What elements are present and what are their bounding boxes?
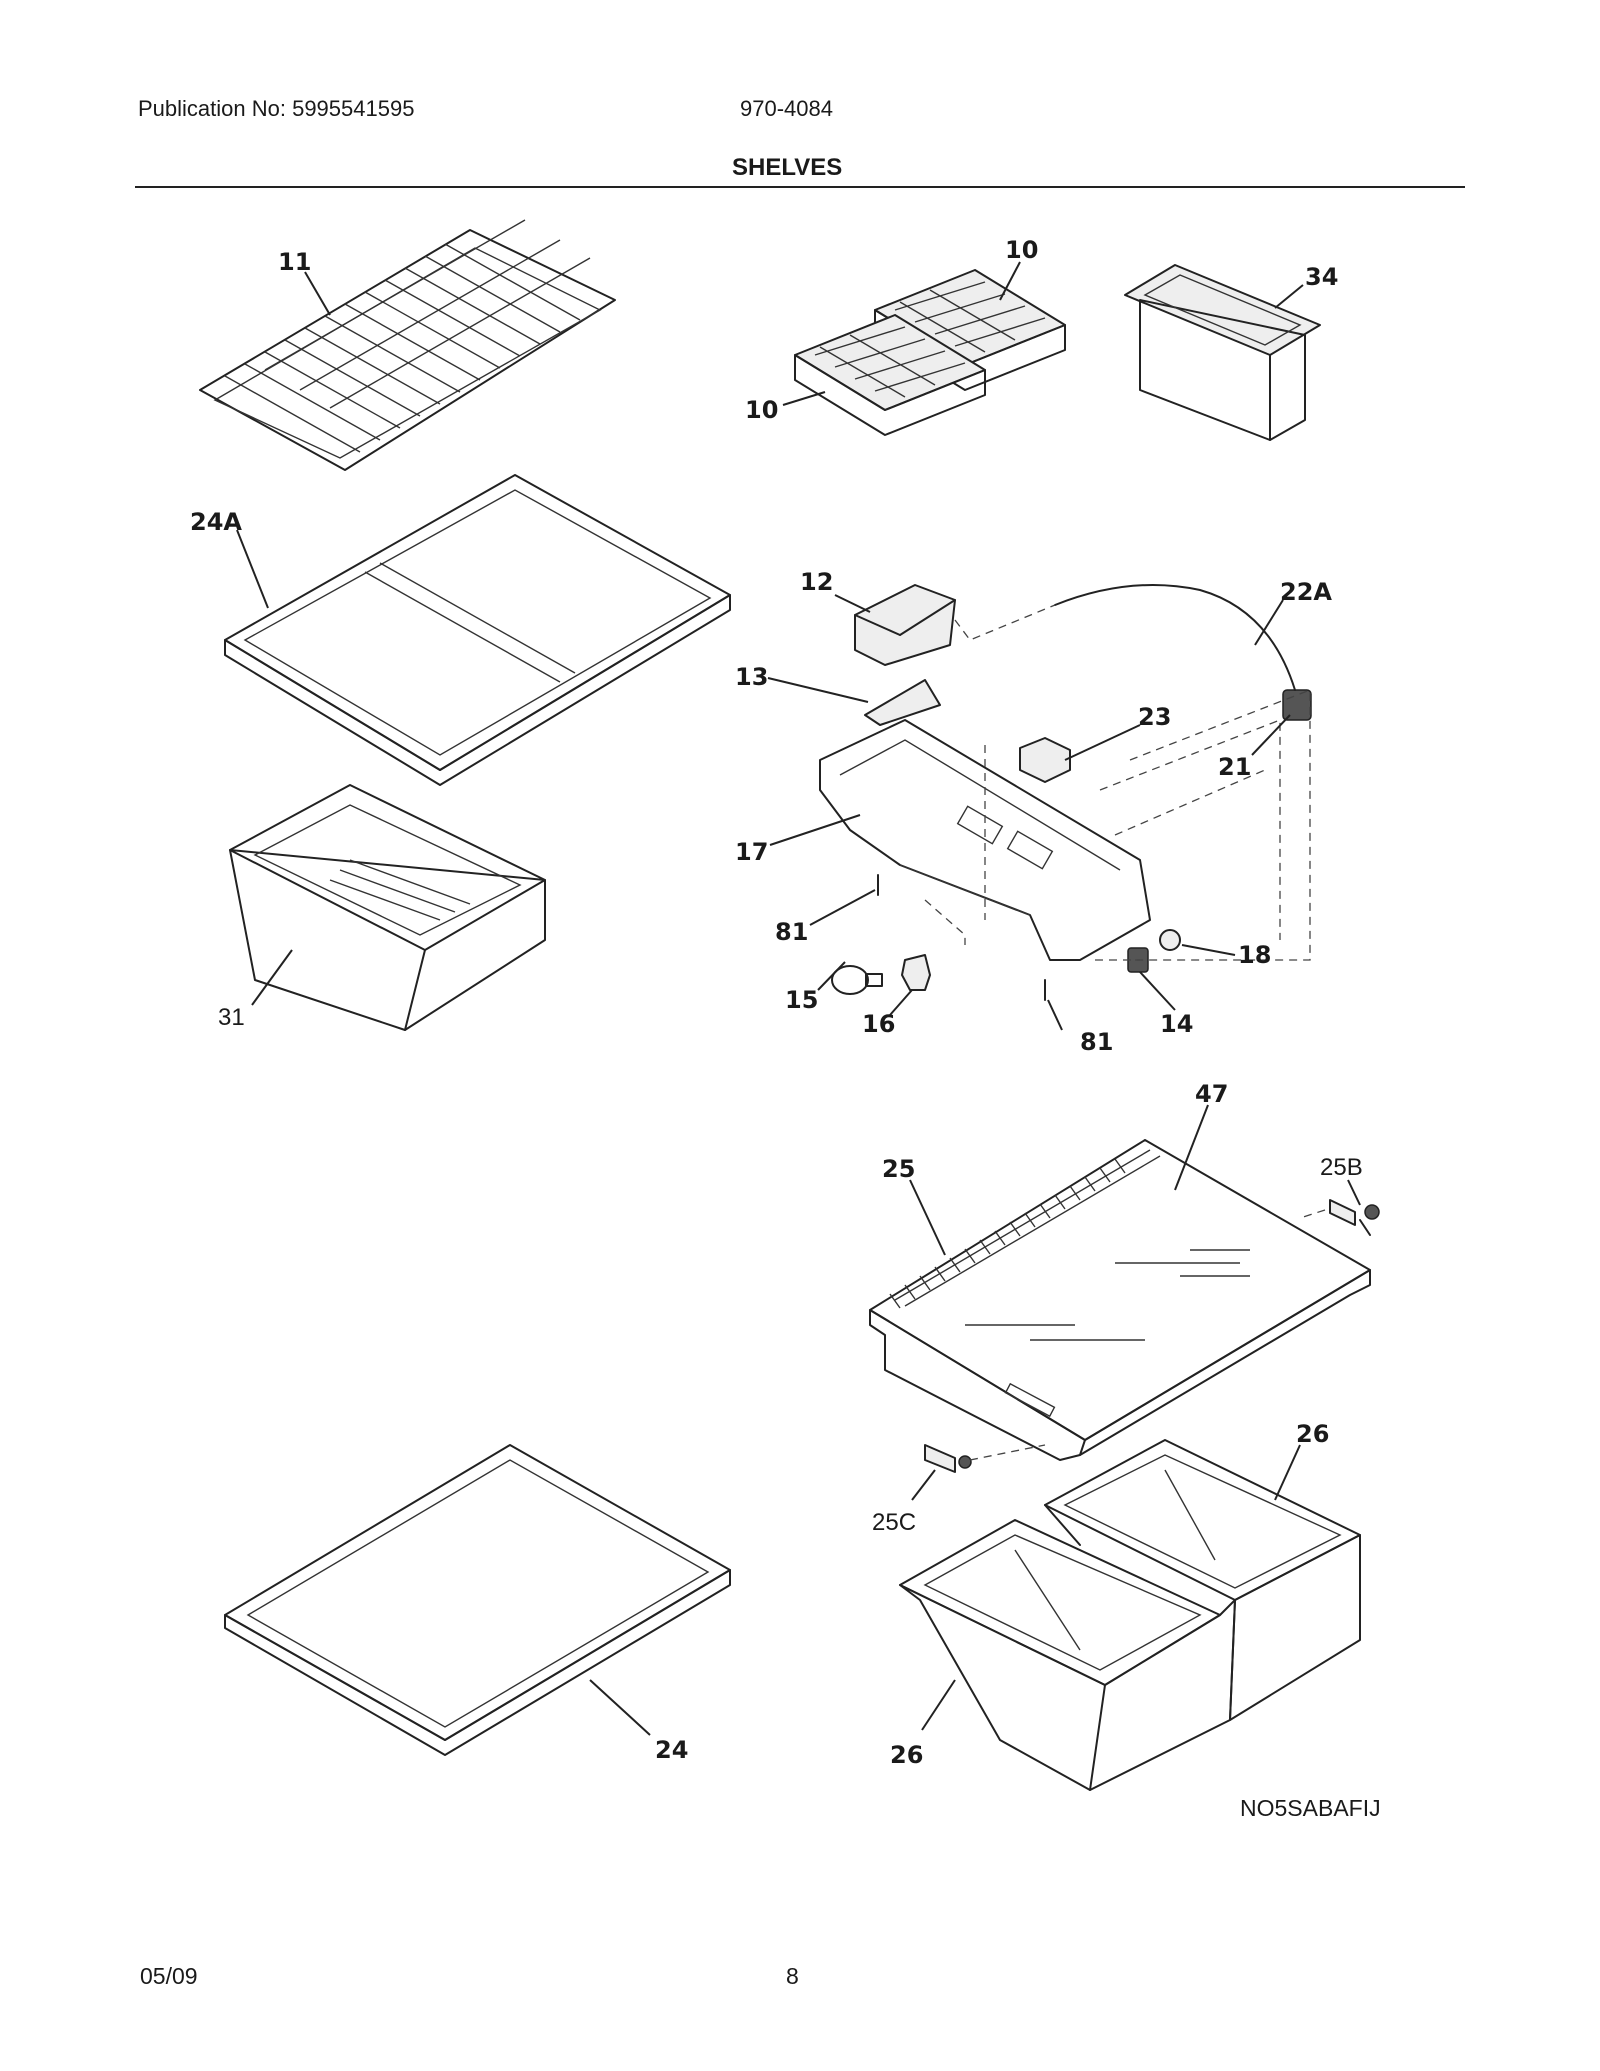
callout-26-bottom: 26 [890,1741,923,1769]
page-title: SHELVES [732,154,843,181]
callout-22A: 22A [1280,578,1332,606]
leader-line [999,261,1021,301]
leader-line [769,814,861,846]
crisper-drawer-26-front [899,1519,1236,1791]
glass-reflection-47 [965,1249,1250,1341]
callout-47: 47 [1195,1080,1228,1108]
dairy-bin-34 [1124,264,1321,441]
leader-line [1181,944,1236,956]
crisper-drawer-26-rear [1044,1439,1361,1721]
leader-line [911,1469,936,1501]
callout-16: 16 [862,1010,895,1038]
leader-line [889,989,913,1016]
callout-31: 31 [218,1004,245,1031]
leader-line [1254,599,1284,646]
bracket-25B [1329,1199,1380,1236]
callout-12: 12 [800,568,833,596]
leader-line [782,391,826,406]
leader-line [834,594,871,613]
callout-21: 21 [1218,753,1251,781]
callout-26-top: 26 [1296,1420,1329,1448]
leader-line [1347,1179,1361,1206]
bracket-25C [924,1444,972,1473]
dashed-guide [969,1444,1046,1461]
glass-shelf-24A [224,474,731,786]
ice-tray-10-front [794,314,986,436]
light-housing-assembly [819,584,1312,1001]
callout-25B: 25B [1320,1154,1363,1181]
leader-line [921,1679,956,1731]
page-number: 8 [786,1963,799,1989]
leader-line [1174,1104,1209,1191]
leader-line [1139,971,1176,1011]
assembly-dashed-guides [924,604,1311,961]
leader-line [304,271,331,316]
leader-line [236,529,269,609]
leader-line [1047,999,1063,1031]
crisper-drawer-31 [229,784,546,1031]
header-rule [135,186,1465,188]
leader-line [1064,724,1141,761]
diagram-code: NO5SABAFIJ [1240,1795,1381,1821]
footer-date: 05/09 [140,1963,198,1989]
callout-10-bottom: 10 [745,396,778,424]
callout-15: 15 [785,986,818,1014]
callout-14: 14 [1160,1010,1193,1038]
callout-81-right: 81 [1080,1028,1113,1056]
model-number: 970-4084 [740,96,833,121]
callout-17: 17 [735,838,768,866]
leader-line [809,889,876,926]
leader-line [1274,284,1304,309]
leader-line [589,1679,651,1736]
callout-23: 23 [1138,703,1171,731]
callout-24: 24 [655,1736,688,1764]
callout-81-left: 81 [775,918,808,946]
leader-line [251,949,293,1006]
callout-24A: 24A [190,508,242,536]
leader-line [1274,1444,1301,1501]
callout-13: 13 [735,663,768,691]
dashed-guide [1299,1209,1326,1219]
glass-shelf-24 [224,1444,731,1756]
callout-25C: 25C [872,1509,916,1536]
publication-number: Publication No: 5995541595 [138,96,415,121]
leader-line [767,677,869,703]
leader-line [817,961,846,991]
callout-34: 34 [1305,263,1338,291]
leader-line [1251,714,1291,756]
callout-25: 25 [882,1155,915,1183]
crisper-cover-25 [869,1139,1371,1461]
callout-10-top: 10 [1005,236,1038,264]
callout-11: 11 [278,248,311,276]
leader-line [909,1179,946,1256]
wire-shelf-11 [199,219,616,471]
callout-18: 18 [1238,941,1271,969]
